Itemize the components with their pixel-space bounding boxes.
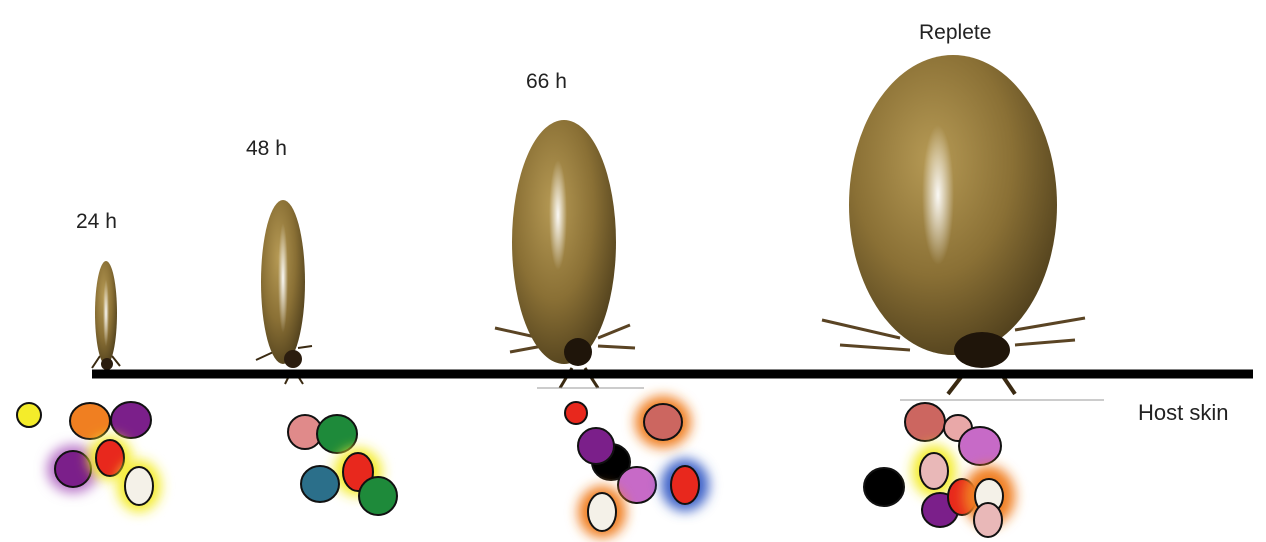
tick-24h (92, 261, 120, 370)
label-66h: 66 h (526, 70, 567, 93)
tick-66h (495, 120, 644, 388)
cell-cluster-24h (17, 402, 161, 512)
tick-replete (822, 55, 1104, 400)
cell-cluster-48h (288, 415, 397, 515)
cell-cluster-66h (565, 396, 709, 538)
host-skin-label: Host skin (1138, 400, 1228, 425)
cell-cluster-replete (864, 403, 1015, 537)
tick-48h (256, 200, 312, 384)
label-48h: 48 h (246, 137, 287, 160)
label-24h: 24 h (76, 210, 117, 233)
label-replete: Replete (919, 21, 991, 44)
